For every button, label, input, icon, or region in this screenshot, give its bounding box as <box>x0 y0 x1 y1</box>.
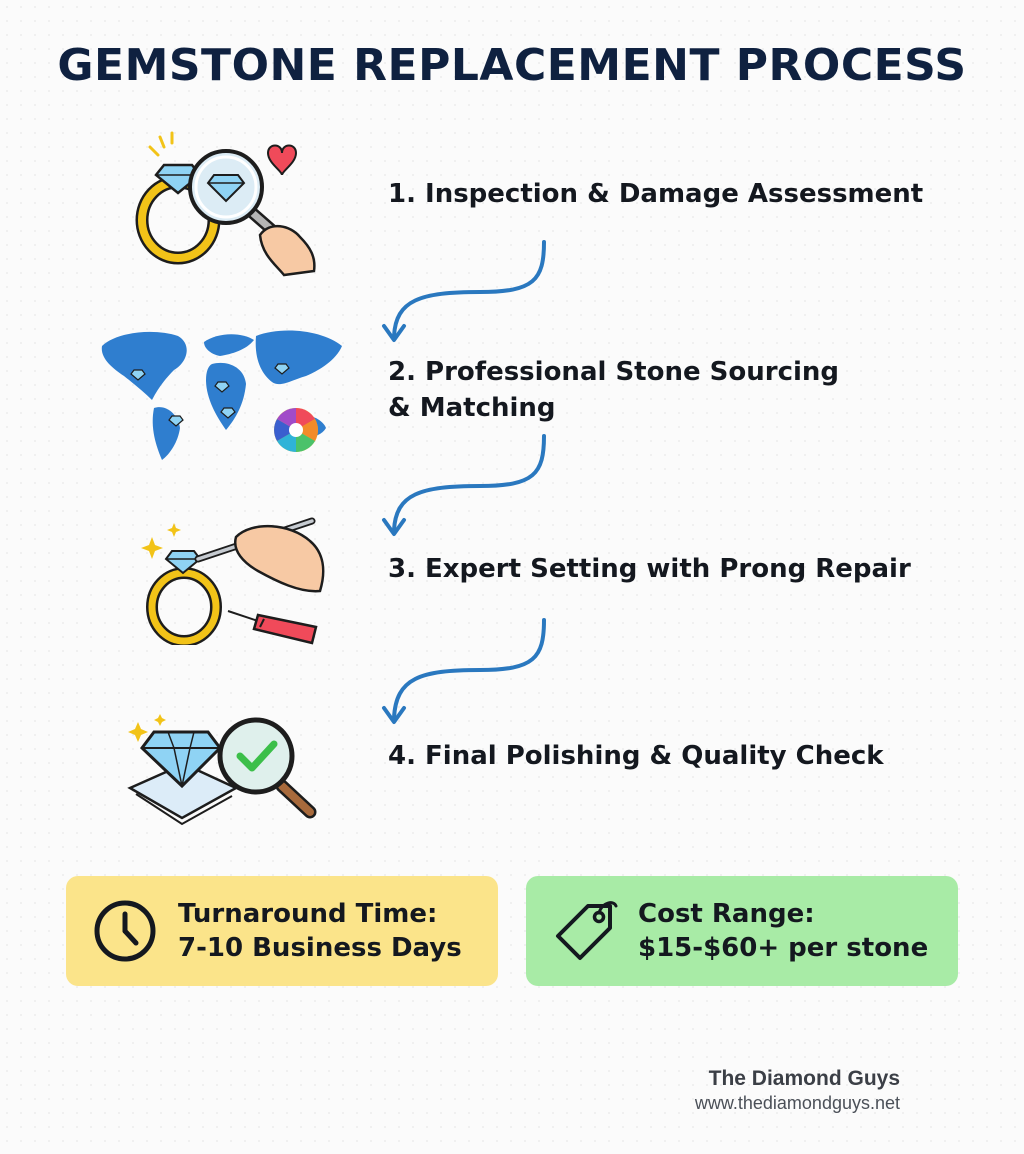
cost-card: Cost Range: $15-$60+ per stone <box>526 876 958 986</box>
turnaround-value: 7-10 Business Days <box>178 933 462 963</box>
footer: The Diamond Guys www.thediamondguys.net <box>695 1066 900 1114</box>
cost-value: $15-$60+ per stone <box>638 933 929 963</box>
ring-magnifier-icon <box>135 131 316 277</box>
turnaround-title: Turnaround Time: <box>178 899 438 929</box>
cost-title: Cost Range: <box>638 899 815 929</box>
turnaround-card: Turnaround Time: 7-10 Business Days <box>66 876 498 986</box>
arrow-step-3-to-4 <box>382 618 546 724</box>
page-title: GEMSTONE REPLACEMENT PROCESS <box>57 40 967 91</box>
tweezers-ring-icon <box>141 517 325 645</box>
diamond-check-icon <box>127 714 317 826</box>
clock-icon <box>94 900 156 962</box>
brand-name: The Diamond Guys <box>708 1067 900 1090</box>
world-map-icon <box>101 330 342 460</box>
step-1-label: 1. Inspection & Damage Assessment <box>388 179 924 209</box>
step-2-label: 2. Professional Stone Sourcing & Matchin… <box>388 357 840 423</box>
step-4-label: 4. Final Polishing & Quality Check <box>388 741 884 771</box>
arrow-step-2-to-3 <box>382 434 546 536</box>
website-link[interactable]: www.thediamondguys.net <box>694 1093 900 1113</box>
price-tag-icon <box>556 901 618 960</box>
arrow-step-1-to-2 <box>382 240 546 342</box>
step-3-label: 3. Expert Setting with Prong Repair <box>388 554 911 584</box>
